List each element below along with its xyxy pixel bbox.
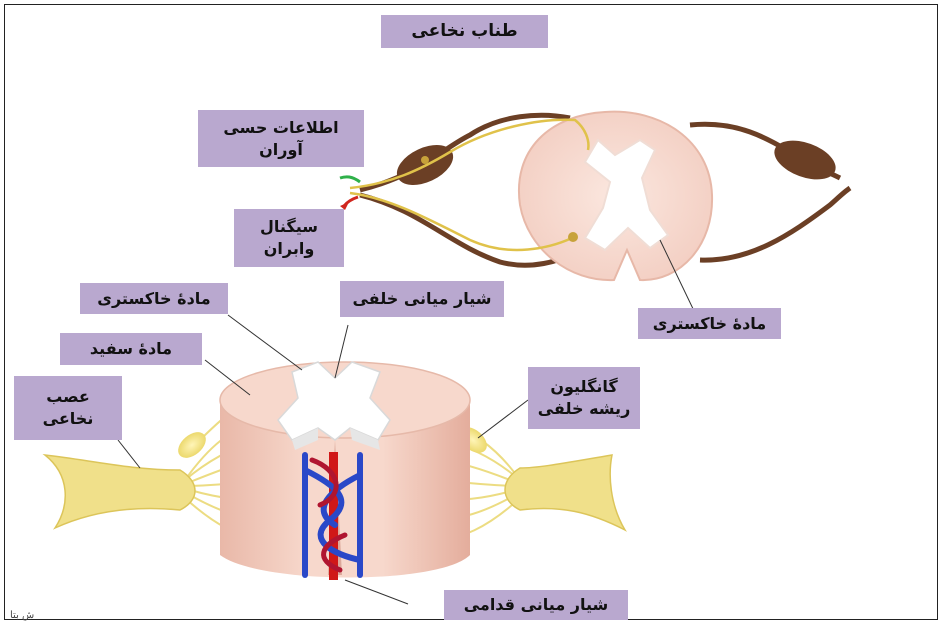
watermark: ش بتا bbox=[10, 610, 34, 621]
ganglion-leader bbox=[478, 400, 528, 438]
anterior-median-fissure-label: شیار میانی قدامی bbox=[444, 590, 628, 620]
sensory-cell-body bbox=[421, 156, 429, 164]
title-text: طناب نخاعی bbox=[411, 20, 517, 43]
afferent-arrow bbox=[340, 177, 360, 182]
dorsal-root-ganglion-line-2: ریشه خلفی bbox=[538, 398, 631, 420]
right-spinal-nerve bbox=[505, 455, 625, 530]
left-spinal-nerve bbox=[45, 455, 195, 528]
anterior-median-fissure-text: شیار میانی قدامی bbox=[464, 594, 609, 616]
anterior-fissure-leader bbox=[345, 580, 408, 604]
efferent-signal-label: سیگنال وابران bbox=[234, 209, 344, 267]
title-label: طناب نخاعی bbox=[381, 15, 548, 48]
posterior-median-sulcus-label: شیار میانی خلفی bbox=[340, 281, 504, 317]
gray-matter-bottom-text: مادهٔ خاکستری bbox=[97, 288, 210, 310]
posterior-median-sulcus-text: شیار میانی خلفی bbox=[352, 288, 491, 310]
left-ganglion-3d bbox=[173, 427, 210, 463]
right-ganglion bbox=[769, 133, 841, 187]
dorsal-root-ganglion-label: گانگلیون ریشه خلفی bbox=[528, 367, 640, 429]
spinal-nerve-label: عصب نخاعی bbox=[14, 376, 122, 440]
gray-matter-bottom-leader bbox=[228, 315, 302, 370]
sensory-info-line-2: آوران bbox=[259, 139, 303, 161]
sensory-info-label: اطلاعات حسی آوران bbox=[198, 110, 364, 167]
spinal-nerve-line-2: نخاعی bbox=[43, 408, 94, 430]
gray-matter-top-label: مادهٔ خاکستری bbox=[638, 308, 781, 339]
white-matter-text: مادهٔ سفید bbox=[90, 338, 172, 360]
white-matter-label: مادهٔ سفید bbox=[60, 333, 202, 365]
gray-matter-bottom-label: مادهٔ خاکستری bbox=[80, 283, 228, 314]
spinal-nerve-line-1: عصب bbox=[46, 386, 90, 408]
right-ventral-root bbox=[700, 188, 850, 260]
spinal-nerve-leader bbox=[118, 440, 140, 468]
motor-cell-body bbox=[568, 232, 578, 242]
dorsal-root-ganglion-line-1: گانگلیون bbox=[550, 376, 617, 398]
efferent-signal-line-2: وابران bbox=[264, 238, 315, 260]
gray-matter-top-text: مادهٔ خاکستری bbox=[653, 313, 766, 335]
sensory-info-line-1: اطلاعات حسی bbox=[223, 117, 338, 139]
efferent-signal-line-1: سیگنال bbox=[260, 216, 318, 238]
